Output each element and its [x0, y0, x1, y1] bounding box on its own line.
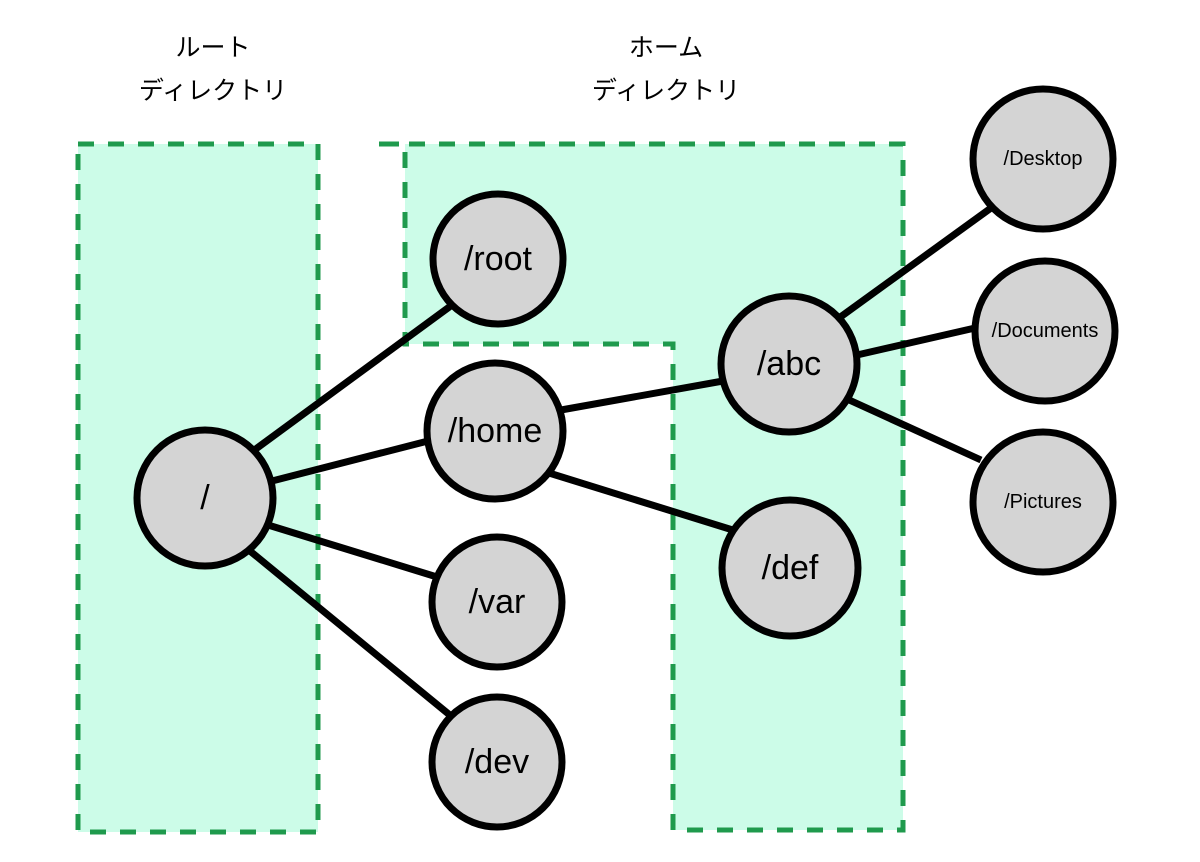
- node-root-label: /: [200, 479, 210, 517]
- region-root-directory-label-line1: ルート: [175, 34, 250, 62]
- node-dev[interactable]: /dev: [428, 693, 566, 831]
- node-home-label: /home: [448, 412, 543, 450]
- edge-root-to-home: [271, 437, 429, 485]
- node-root[interactable]: /: [133, 426, 277, 570]
- edge-root-to-root-home: [250, 302, 455, 454]
- node-def-label: /def: [762, 549, 819, 587]
- node-desktop[interactable]: /Desktop: [969, 85, 1117, 233]
- node-root-home[interactable]: /root: [429, 190, 567, 328]
- node-abc-circle[interactable]: [717, 292, 861, 436]
- node-abc[interactable]: /abc: [717, 292, 861, 436]
- node-documents[interactable]: /Documents: [971, 257, 1119, 405]
- node-var-label: /var: [469, 583, 526, 621]
- node-home-circle[interactable]: [423, 359, 567, 503]
- node-dev-label: /dev: [465, 743, 529, 781]
- node-pictures-label: /Pictures: [1004, 491, 1082, 513]
- node-pictures-circle[interactable]: [969, 428, 1117, 576]
- edge-home-to-abc: [560, 377, 724, 414]
- node-home[interactable]: /home: [423, 359, 567, 503]
- node-root-circle[interactable]: [133, 426, 277, 570]
- node-root-home-label: /root: [464, 240, 533, 278]
- node-def[interactable]: /def: [718, 496, 862, 640]
- edge-abc-to-documents: [856, 324, 976, 359]
- region-home-directory-label-line2: ディレクトリ: [592, 77, 740, 105]
- node-abc-label: /abc: [757, 345, 821, 383]
- node-desktop-circle[interactable]: [969, 85, 1117, 233]
- region-home-directory-label-line1: ホーム: [629, 34, 703, 62]
- node-var-circle[interactable]: [428, 533, 566, 671]
- region-root-directory-label-line2: ディレクトリ: [139, 77, 287, 105]
- node-root-home-circle[interactable]: [429, 190, 567, 328]
- edge-root-to-dev: [247, 548, 454, 719]
- edge-home-to-def: [547, 469, 738, 535]
- edge-group: [247, 205, 994, 719]
- node-var[interactable]: /var: [428, 533, 566, 671]
- edge-abc-to-pictures: [845, 395, 983, 464]
- node-desktop-label: /Desktop: [1004, 148, 1083, 170]
- node-def-circle[interactable]: [718, 496, 862, 640]
- node-pictures[interactable]: /Pictures: [969, 428, 1117, 576]
- edge-abc-to-desktop: [836, 205, 994, 321]
- node-documents-label: /Documents: [992, 320, 1099, 342]
- edge-root-to-var: [266, 521, 439, 581]
- node-dev-circle[interactable]: [428, 693, 566, 831]
- node-documents-circle[interactable]: [971, 257, 1119, 405]
